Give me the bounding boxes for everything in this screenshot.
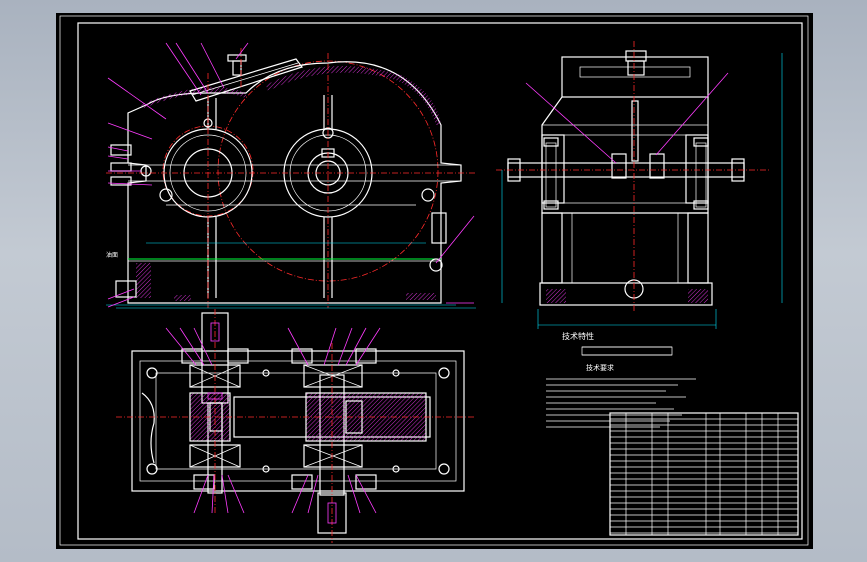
top-housing-outline (131, 350, 465, 492)
top-view (116, 309, 476, 543)
gearbox-assembly-drawing: 油面 (59, 15, 809, 546)
housing-outline (127, 61, 462, 304)
tech-features-title: 技术特性 (562, 331, 594, 341)
technical-notes: 技术特性 技术要求 (546, 331, 696, 428)
outer-frame (59, 15, 809, 546)
side-base (539, 282, 713, 306)
front-view: 油面 (106, 42, 476, 309)
cad-viewport[interactable]: 油面 (56, 13, 813, 549)
side-top-cover (561, 56, 709, 98)
inner-frame (77, 22, 803, 540)
parts-list-rows (610, 418, 798, 534)
side-view (496, 41, 783, 329)
oil-level-label: 油面 (106, 251, 118, 259)
tech-requirements-title: 技术要求 (586, 363, 614, 372)
inspection-cover (189, 58, 303, 102)
